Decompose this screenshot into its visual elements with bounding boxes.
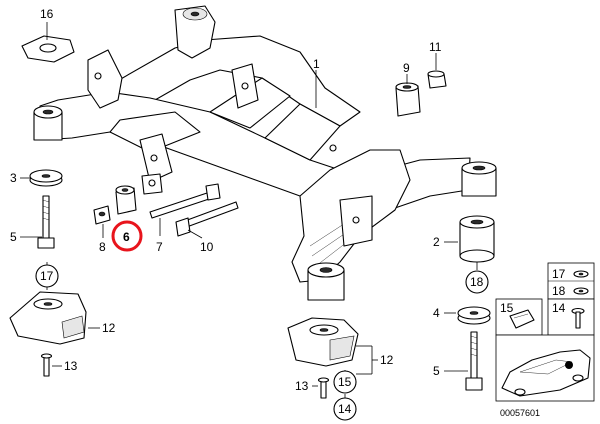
callout-11: 11 <box>429 40 442 54</box>
callout-8: 8 <box>99 240 106 254</box>
part-13-screw-center <box>317 377 330 399</box>
part-10-bolt <box>175 201 239 237</box>
part-8-nut <box>93 205 111 225</box>
callout-15-center-ring <box>333 370 357 394</box>
part-16-plate <box>21 35 75 63</box>
inset-15: 15 <box>500 301 514 315</box>
callout-2: 2 <box>433 235 440 249</box>
callout-3: 3 <box>10 171 17 185</box>
callout-18-ring <box>465 270 489 294</box>
inset-panel <box>495 262 595 402</box>
callout-9: 9 <box>403 61 410 75</box>
part-4-washer <box>457 306 491 325</box>
diagram-number: 00057601 <box>500 408 540 418</box>
inset-14: 14 <box>552 301 566 315</box>
part-11-nut <box>427 70 447 89</box>
part-7-bolt <box>149 183 221 219</box>
inset-18: 18 <box>552 284 566 298</box>
callout-14-center: 14 <box>338 402 352 416</box>
part-3-washer <box>29 169 63 187</box>
callout-16: 16 <box>40 7 54 21</box>
part-bracket-small <box>141 173 163 195</box>
subframe-crossmember <box>39 5 471 283</box>
part-13-screw-left <box>40 353 53 377</box>
leader-lines <box>20 22 478 398</box>
part-9-bushing <box>395 82 421 117</box>
callout-1: 1 <box>313 57 320 71</box>
part-5-bolt-right <box>465 331 483 391</box>
part-6-bushing <box>115 185 137 215</box>
part-12-mount-center <box>287 317 359 367</box>
callout-10: 10 <box>200 240 214 254</box>
highlight-circle-part-6 <box>111 220 143 252</box>
frame-bushing-right <box>461 161 497 197</box>
inset-17: 17 <box>552 267 566 281</box>
callout-12-center: 12 <box>380 353 394 367</box>
callout-14-center-ring <box>333 397 357 421</box>
frame-bushing-center <box>307 262 345 301</box>
callout-4: 4 <box>433 306 440 320</box>
callout-17-left-ring <box>35 264 59 288</box>
inset-car-marker-dot <box>565 361 573 369</box>
callout-5-left: 5 <box>10 230 17 244</box>
callout-15-center: 15 <box>338 375 352 389</box>
callout-6: 6 <box>123 230 130 244</box>
part-2-bushing <box>459 215 495 263</box>
callout-5-right: 5 <box>433 364 440 378</box>
callout-12-left: 12 <box>102 321 116 335</box>
callout-7: 7 <box>156 240 163 254</box>
callout-13-left: 13 <box>64 359 78 373</box>
callout-18: 18 <box>470 275 484 289</box>
part-5-bolt-left <box>37 195 55 249</box>
part-12-mount-left <box>9 291 87 345</box>
frame-bushing-left <box>33 105 63 141</box>
callout-13-center: 13 <box>295 379 309 393</box>
callout-17-left: 17 <box>40 269 54 283</box>
